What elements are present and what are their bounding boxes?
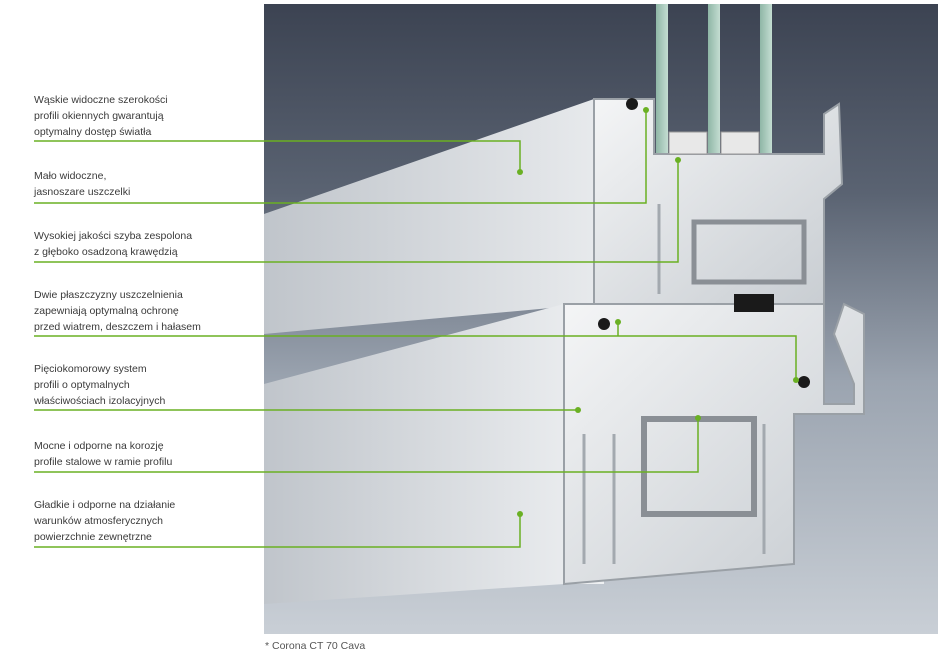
leader-dot-4b (615, 319, 621, 325)
callout-line: Pięciokomorowy system (34, 363, 147, 375)
callout-gaskets: Mało widoczne, jasnoszare uszczelki (34, 168, 264, 200)
profile-cross-section-photo (264, 4, 938, 634)
leader-dot-1 (517, 169, 523, 175)
callout-line: zapewniają optymalną ochronę (34, 305, 179, 317)
glass-panes (656, 4, 772, 164)
callout-line: Wąskie widoczne szerokości (34, 94, 168, 106)
leader-line-3 (34, 160, 679, 263)
profile-illustration (264, 4, 865, 604)
frame-side-surface (264, 304, 604, 604)
leader-dot-2 (643, 107, 649, 113)
callout-line: warunków atmosferycznych (34, 515, 163, 527)
leader-line-4a (34, 335, 797, 380)
callout-smooth-surfaces: Gładkie i odporne na działanie warunków … (34, 497, 264, 545)
callout-line: Wysokiej jakości szyba zespolona (34, 230, 193, 242)
callout-sealing-planes: Dwie płaszczyzny uszczelnienia zapewniaj… (34, 287, 264, 335)
callout-line: z głęboko osadzoną krawędzią (34, 246, 178, 258)
callout-line: Mało widoczne, (34, 170, 107, 182)
callout-glass-unit: Wysokiej jakości szyba zespolona z głębo… (34, 228, 264, 260)
callout-line: przed wiatrem, deszczem i hałasem (34, 321, 201, 333)
spacer-left (668, 131, 708, 155)
leader-line-7 (34, 514, 521, 548)
leader-dot-3 (675, 157, 681, 163)
callout-steel-profiles: Mocne i odporne na korozję profile stalo… (34, 438, 264, 470)
leader-line-2 (34, 110, 647, 204)
spacer-right (720, 131, 760, 155)
leader-dot-7 (517, 511, 523, 517)
callout-line: profile stalowe w ramie profilu (34, 456, 173, 468)
sash-side-surface (264, 99, 654, 334)
steel-reinforcement-upper (691, 219, 807, 285)
callout-line: Dwie płaszczyzny uszczelnienia (34, 289, 183, 301)
callout-line: optymalny dostęp światła (34, 126, 152, 138)
leader-dot-6 (695, 415, 701, 421)
frame-profile (563, 302, 865, 586)
callout-line: Mocne i odporne na korozję (34, 440, 164, 452)
footnote: * Corona CT 70 Cava (265, 640, 366, 652)
callout-narrow-profiles: Wąskie widoczne szerokości profili okien… (34, 92, 264, 140)
callout-line: profili o optymalnych (34, 379, 130, 391)
leader-dot-5 (575, 407, 581, 413)
leader-line-6 (34, 418, 699, 473)
callout-line: właściwościach izolacyjnych (34, 395, 166, 407)
callout-line: profili okiennych gwarantują (34, 110, 164, 122)
chamber-dividers (582, 204, 766, 564)
callout-line: jasnoszare uszczelki (34, 186, 131, 198)
callout-line: Gładkie i odporne na działanie (34, 499, 176, 511)
callout-five-chamber: Pięciokomorowy system profili o optymaln… (34, 361, 264, 409)
leader-dot-4a (793, 377, 799, 383)
leader-line-1 (34, 140, 521, 172)
callout-line: powierzchnie zewnętrzne (34, 531, 152, 543)
gaskets (598, 98, 810, 388)
